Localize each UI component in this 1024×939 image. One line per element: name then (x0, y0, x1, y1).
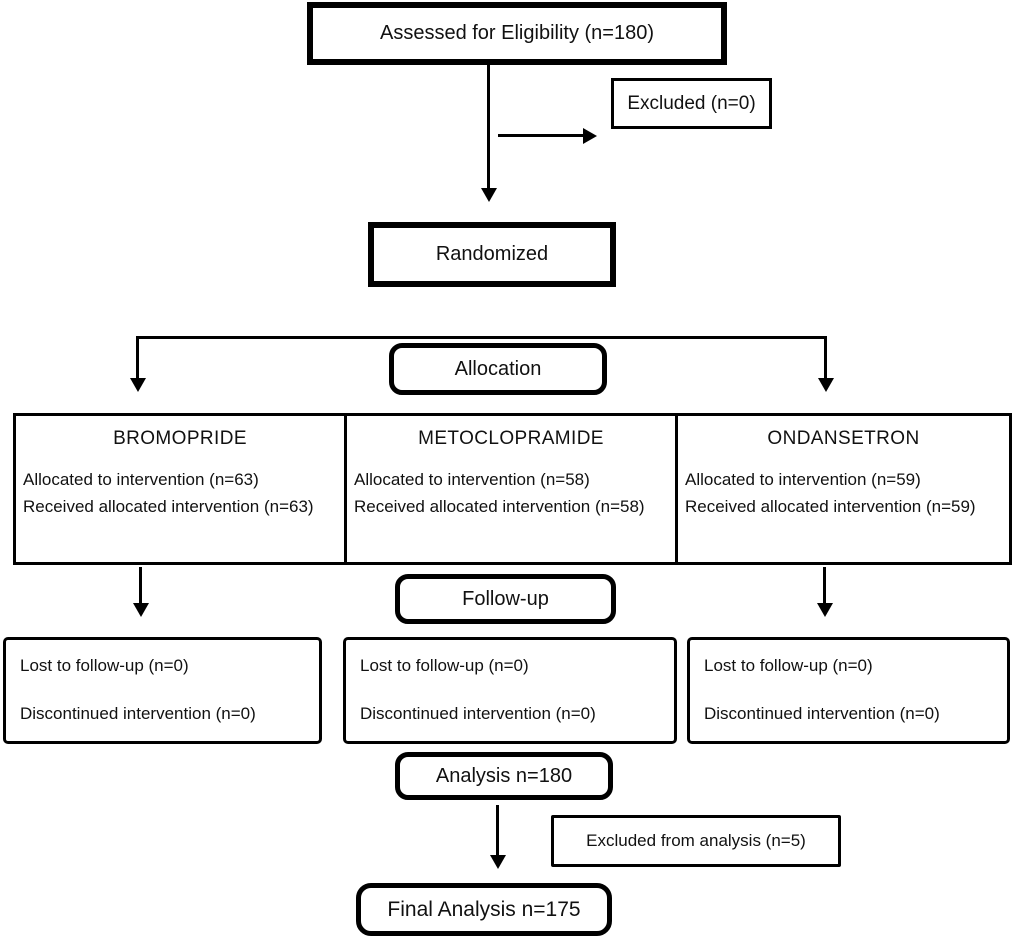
lost-label-ondansetron: Lost to follow-up (n=0) (704, 656, 873, 675)
excluded-from-analysis-box: Excluded from analysis (n=5) (551, 815, 841, 867)
arm-body-metoclopramide: Allocated to intervention (n=58) Receive… (347, 466, 675, 520)
followup-arrow-right (823, 567, 826, 605)
arm-body-bromopride: Allocated to intervention (n=63) Receive… (16, 466, 344, 520)
arrowhead-down-right-arm-icon (818, 378, 834, 392)
arrowhead-down-to-final-icon (490, 855, 506, 869)
arm-title-ondansetron: ONDANSETRON (767, 428, 920, 449)
arm-allocated-bromopride: Allocated to intervention (n=63) (23, 470, 259, 489)
followup-stage-box: Follow-up (395, 574, 616, 624)
arm-received-metoclopramide: Received allocated intervention (n=58) (354, 497, 645, 516)
connector-to-excluded (498, 134, 584, 137)
arm-allocated-ondansetron: Allocated to intervention (n=59) (685, 470, 921, 489)
excluded-label: Excluded (n=0) (627, 92, 756, 114)
arm-received-ondansetron: Received allocated intervention (n=59) (685, 497, 976, 516)
analysis-stage-box: Analysis n=180 (395, 752, 613, 800)
connector-assessed-to-randomized (487, 65, 490, 189)
discontinued-label-bromopride: Discontinued intervention (n=0) (20, 704, 256, 723)
connector-analysis-to-final (496, 805, 499, 857)
lost-box-metoclopramide: Lost to follow-up (n=0) Discontinued int… (343, 637, 677, 744)
randomized-label: Randomized (435, 243, 549, 265)
excluded-box: Excluded (n=0) (611, 78, 772, 129)
analysis-stage-label: Analysis n=180 (435, 764, 573, 787)
assessed-eligibility-box: Assessed for Eligibility (n=180) (307, 2, 727, 65)
arm-received-bromopride: Received allocated intervention (n=63) (23, 497, 314, 516)
arm-title-bromopride: BROMOPRIDE (113, 428, 247, 449)
allocation-stage-label: Allocation (454, 357, 542, 380)
lost-label-metoclopramide: Lost to follow-up (n=0) (360, 656, 529, 675)
arm-body-ondansetron: Allocated to intervention (n=59) Receive… (678, 466, 1009, 520)
randomized-box: Randomized (368, 222, 616, 287)
followup-stage-label: Follow-up (462, 587, 549, 610)
arrowhead-right-to-excluded-icon (583, 128, 597, 144)
arrowhead-down-left-arm-icon (130, 378, 146, 392)
lost-box-ondansetron: Lost to follow-up (n=0) Discontinued int… (687, 637, 1010, 744)
branch-arrow-right (824, 336, 827, 380)
assessed-eligibility-label: Assessed for Eligibility (n=180) (379, 22, 654, 44)
discontinued-label-metoclopramide: Discontinued intervention (n=0) (360, 704, 596, 723)
final-analysis-label: Final Analysis n=175 (387, 897, 581, 921)
allocation-table: BROMOPRIDE Allocated to intervention (n=… (13, 413, 1012, 565)
final-analysis-box: Final Analysis n=175 (356, 883, 612, 936)
allocation-stage-box: Allocation (389, 343, 607, 395)
followup-arrow-left (139, 567, 142, 605)
arm-cell-metoclopramide: METOCLOPRAMIDE Allocated to intervention… (344, 416, 675, 562)
arm-cell-ondansetron: ONDANSETRON Allocated to intervention (n… (675, 416, 1009, 562)
discontinued-label-ondansetron: Discontinued intervention (n=0) (704, 704, 940, 723)
lost-box-bromopride: Lost to follow-up (n=0) Discontinued int… (3, 637, 322, 744)
arm-cell-bromopride: BROMOPRIDE Allocated to intervention (n=… (16, 416, 344, 562)
excluded-from-analysis-label: Excluded from analysis (n=5) (586, 831, 806, 850)
arrowhead-down-to-randomized-icon (481, 188, 497, 202)
arm-allocated-metoclopramide: Allocated to intervention (n=58) (354, 470, 590, 489)
lost-label-bromopride: Lost to follow-up (n=0) (20, 656, 189, 675)
arrowhead-down-followup-left-icon (133, 603, 149, 617)
arrowhead-down-followup-right-icon (817, 603, 833, 617)
arm-title-metoclopramide: METOCLOPRAMIDE (418, 428, 604, 449)
branch-line-allocation (137, 336, 827, 339)
branch-arrow-left (136, 336, 139, 380)
